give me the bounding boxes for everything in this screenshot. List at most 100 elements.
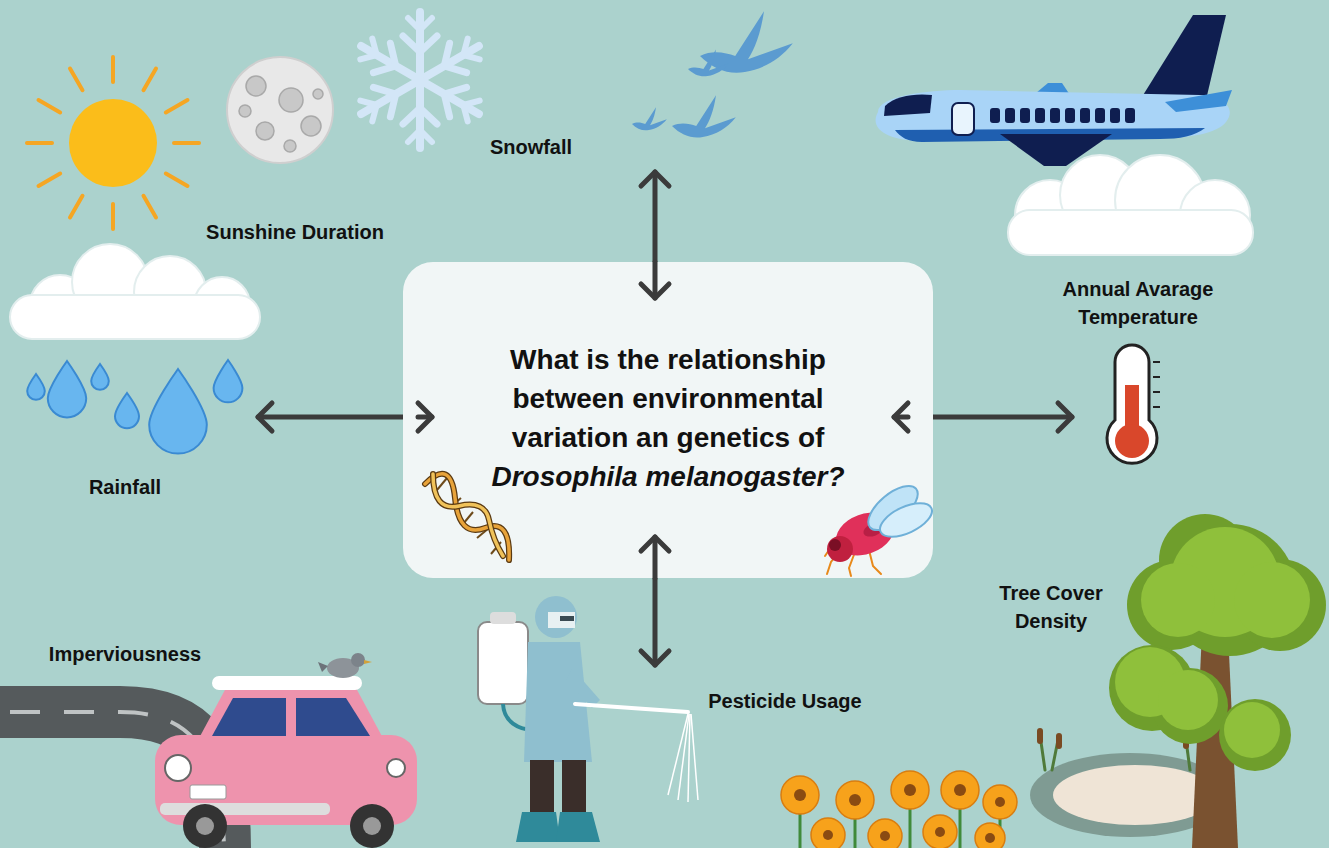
- cloud-part: [10, 295, 260, 339]
- flowers-part-part: [995, 797, 1005, 807]
- sun-part-part: [70, 69, 83, 91]
- sun-part-part: [111, 57, 115, 82]
- factor-label: Imperviousness: [49, 643, 201, 665]
- thermometer-part-part: [1153, 361, 1160, 363]
- sprayer-person-part: [516, 812, 560, 842]
- raindrops-part: [48, 361, 86, 417]
- sprayer-person-part: [668, 714, 698, 802]
- factor-label: Sunshine Duration: [206, 221, 384, 243]
- car-part: [196, 817, 214, 835]
- car-part: [198, 688, 384, 740]
- cloud: [10, 244, 260, 339]
- factor-label: Annual Avarage Temperature: [1063, 278, 1214, 328]
- birds-part: [672, 95, 736, 137]
- sprayer-person-part-part: [688, 714, 690, 802]
- double-arrow: [641, 578, 669, 665]
- car-part: [318, 662, 328, 672]
- moon-part: [239, 76, 323, 152]
- tree-part-part: [1141, 563, 1215, 637]
- car-part: [364, 660, 372, 664]
- pond-part-part: [1056, 733, 1062, 749]
- moon-part-part: [256, 122, 274, 140]
- raindrops-part: [149, 369, 207, 454]
- flowers-part-part: [975, 823, 1005, 848]
- pond-part: [1040, 735, 1190, 770]
- airplane-part-part: [1020, 108, 1030, 123]
- double-arrow-part: [1058, 403, 1072, 431]
- flowers-part-part: [781, 776, 819, 814]
- sun-part-part: [27, 141, 52, 145]
- factor-label-box: Snowfall: [456, 135, 606, 159]
- factor-label: Pesticide Usage: [708, 690, 861, 712]
- car-part: [212, 676, 362, 690]
- sun-part-part: [174, 141, 199, 145]
- sprayer-person: [478, 596, 698, 842]
- moon-part: [227, 57, 333, 163]
- sun-part-part: [144, 196, 157, 218]
- factor-label: Tree Cover Density: [999, 582, 1102, 632]
- sun-part-part: [39, 174, 61, 187]
- flowers-part-part: [880, 831, 890, 841]
- flowers-part: [794, 784, 1005, 843]
- sun-part-part: [144, 69, 157, 91]
- car-part: [296, 698, 370, 736]
- sprayer-person-part-part: [678, 714, 689, 800]
- sprayer-person-part: [556, 812, 600, 842]
- tree-part-part: [1234, 559, 1326, 651]
- airplane-part: [990, 108, 1135, 123]
- airplane-part-part: [1035, 108, 1045, 123]
- airplane-part: [1140, 15, 1226, 104]
- flowers-part-part: [941, 771, 979, 809]
- birds-part: [688, 49, 729, 76]
- flowers-part: [781, 771, 1017, 848]
- double-arrow-part: [653, 578, 658, 665]
- sprayer-person-part-part: [668, 714, 688, 795]
- flowers-part-part: [794, 789, 806, 801]
- airplane-part-part: [1005, 108, 1015, 123]
- tree-part-part: [1219, 699, 1291, 771]
- car-part: [363, 817, 381, 835]
- car-part: [165, 755, 191, 781]
- flowers-part-part: [891, 771, 929, 809]
- snowflake-part: [353, 31, 429, 94]
- factor-label-box: Tree Cover Density: [986, 579, 1116, 635]
- airplane-part: [884, 94, 932, 116]
- raindrops-part: [91, 364, 109, 390]
- sprayer-person-part: [566, 668, 600, 708]
- moon-part-part: [284, 140, 296, 152]
- thermometer-part-part: [1153, 406, 1160, 408]
- car-part: [160, 803, 330, 815]
- car-part: [212, 698, 286, 736]
- tree-part-part: [1234, 562, 1310, 638]
- sun-part: [27, 57, 199, 229]
- sprayer-person-part: [548, 612, 575, 628]
- thermometer-part: [1107, 345, 1157, 463]
- pond-part: [1053, 765, 1217, 825]
- flowers-part-part: [904, 784, 916, 796]
- birds-part: [700, 11, 793, 73]
- raindrops-part: [214, 360, 243, 402]
- fly-icon-part: [875, 496, 933, 543]
- airplane: [876, 15, 1232, 166]
- question-box: What is the relationship between environ…: [403, 262, 933, 578]
- raindrops-part: [27, 374, 45, 400]
- airplane-part-part: [1050, 108, 1060, 123]
- sun-part-part: [111, 204, 115, 229]
- tree-part: [1109, 514, 1326, 771]
- factor-label-box: Sunshine Duration: [180, 220, 410, 244]
- dna-icon-part-part: [437, 478, 447, 490]
- sprayer-person-part: [524, 642, 592, 762]
- sun-part-part: [166, 174, 188, 187]
- flowers-part-part: [868, 819, 902, 848]
- sun-part-part: [39, 100, 61, 113]
- dna-icon-part: [437, 478, 501, 554]
- car: [155, 653, 417, 848]
- airplane-part-part: [1110, 108, 1120, 123]
- fly-icon: [825, 478, 933, 576]
- factor-label: Snowfall: [490, 136, 572, 158]
- tree-part-part: [1127, 560, 1217, 650]
- box-icons: [403, 262, 933, 578]
- cloud-part: [1008, 210, 1253, 255]
- flowers-part-part: [923, 815, 957, 848]
